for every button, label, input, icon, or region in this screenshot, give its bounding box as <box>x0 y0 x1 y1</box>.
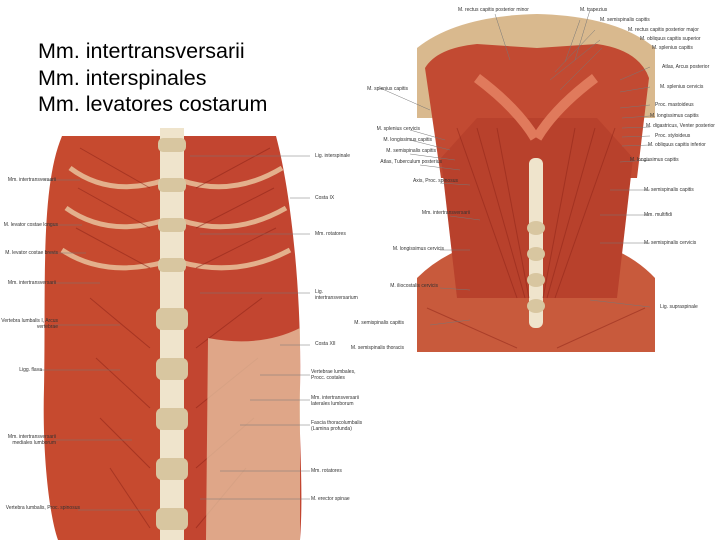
right-label-right-9: M. semispinalis capitis <box>644 187 694 193</box>
title-line-3: Mm. levatores costarum <box>38 92 268 116</box>
left-label-left-7: Mm. intertransversarii mediales lumborum <box>7 434 56 446</box>
right-label-right-8: M. longissimus capitis <box>630 157 679 163</box>
left-label-left-3: M. levator costae brevis <box>5 250 58 256</box>
left-anatomical-illustration <box>0 128 372 540</box>
title-line-2: Mm. interspinales <box>38 65 207 90</box>
left-label-left-8: Vertebra lumbalis, Proc. spinosus <box>5 505 80 511</box>
right-label-right-4: M. longissimus capitis <box>650 113 699 119</box>
right-label-left-9: M. iliocostalis cervicis <box>390 283 438 289</box>
left-label-right-6: Vertebrae lumbales, Procc. costales <box>311 369 356 381</box>
right-anatomical-illustration <box>417 8 655 352</box>
right-label-top-2: M. trapezius <box>580 7 608 13</box>
right-label-right-12: Lig. supraspinale <box>660 304 698 310</box>
right-label-left-10: M. semispinalis capitis <box>354 320 404 326</box>
right-label-top-6: M. splenius capitis <box>652 45 693 51</box>
slide-title: Mm. intertransversarii Mm. interspinales… <box>38 38 267 118</box>
right-label-right-3: Proc. mastoideus <box>655 102 694 108</box>
left-label-right-5: Costa XII <box>315 341 336 347</box>
left-label-right-4: Lig. intertransversarium <box>315 289 358 301</box>
right-label-right-10: Mm. multifidi <box>644 212 673 218</box>
right-label-left-3: M. longissimus capitis <box>383 137 432 143</box>
right-label-top-4: M. rectus capitis posterior major <box>628 27 699 33</box>
right-label-left-6: Axis, Proc. spinosus <box>412 178 458 184</box>
left-label-left-4: Mm. intertransversarii <box>7 280 56 286</box>
left-label-right-2: Costa IX <box>315 195 335 201</box>
right-label-left-2: M. splenius cervicis <box>376 126 420 132</box>
right-label-left-4: M. semispinalis capitis <box>386 148 436 154</box>
right-label-right-6: Proc. styloideus <box>655 133 691 139</box>
right-label-right-11: M. semispinalis cervicis <box>644 240 697 246</box>
right-label-right-1: Atlas, Arcus posterior <box>662 64 710 70</box>
right-illustration-drawing <box>417 8 655 352</box>
left-label-right-9: Mm. rotatores <box>311 468 342 474</box>
left-label-left-5: Vertebra lumbalis I, Arcus vertebrae <box>1 318 58 330</box>
right-label-right-5: M. digastricus, Venter posterior <box>646 123 715 129</box>
right-label-right-7: M. obliquus capitis inferior <box>648 142 706 148</box>
right-label-left-7: Mm. intertransversarii <box>421 210 470 216</box>
left-label-right-3: Mm. rotatores <box>315 231 346 237</box>
right-label-right-2: M. splenius cervicis <box>660 84 704 90</box>
right-label-top-1: M. rectus capitis posterior minor <box>458 7 529 13</box>
title-line-1: Mm. intertransversarii <box>38 39 245 63</box>
left-label-right-7: Mm. intertransversarii laterales lumboru… <box>311 395 360 407</box>
left-illustration-drawing <box>0 128 372 540</box>
right-label-top-3: M. semispinalis capitis <box>600 17 650 23</box>
right-figure-leader-lines <box>379 9 651 326</box>
left-label-left-6: Ligg. flava <box>19 367 42 373</box>
right-label-top-5: M. obliquus capitis superior <box>640 36 701 42</box>
left-label-right-8: Fascia thoracolumbalis (Lamina profunda) <box>311 420 363 432</box>
right-label-left-8: M. longissimus cervicis <box>392 246 444 252</box>
left-label-left-2: M. levator costae longus <box>3 222 58 228</box>
left-label-right-10: M. erector spinae <box>311 496 350 502</box>
left-label-right-1: Lig. interspinale <box>315 153 351 159</box>
right-label-left-5: Atlas, Tuberculum posterius <box>380 159 442 165</box>
right-label-left-11: M. semispinalis thoracis <box>350 345 404 351</box>
left-label-left-1: Mm. intertransversarii <box>7 177 56 183</box>
right-label-left-1: M. splenius capitis <box>367 86 408 92</box>
